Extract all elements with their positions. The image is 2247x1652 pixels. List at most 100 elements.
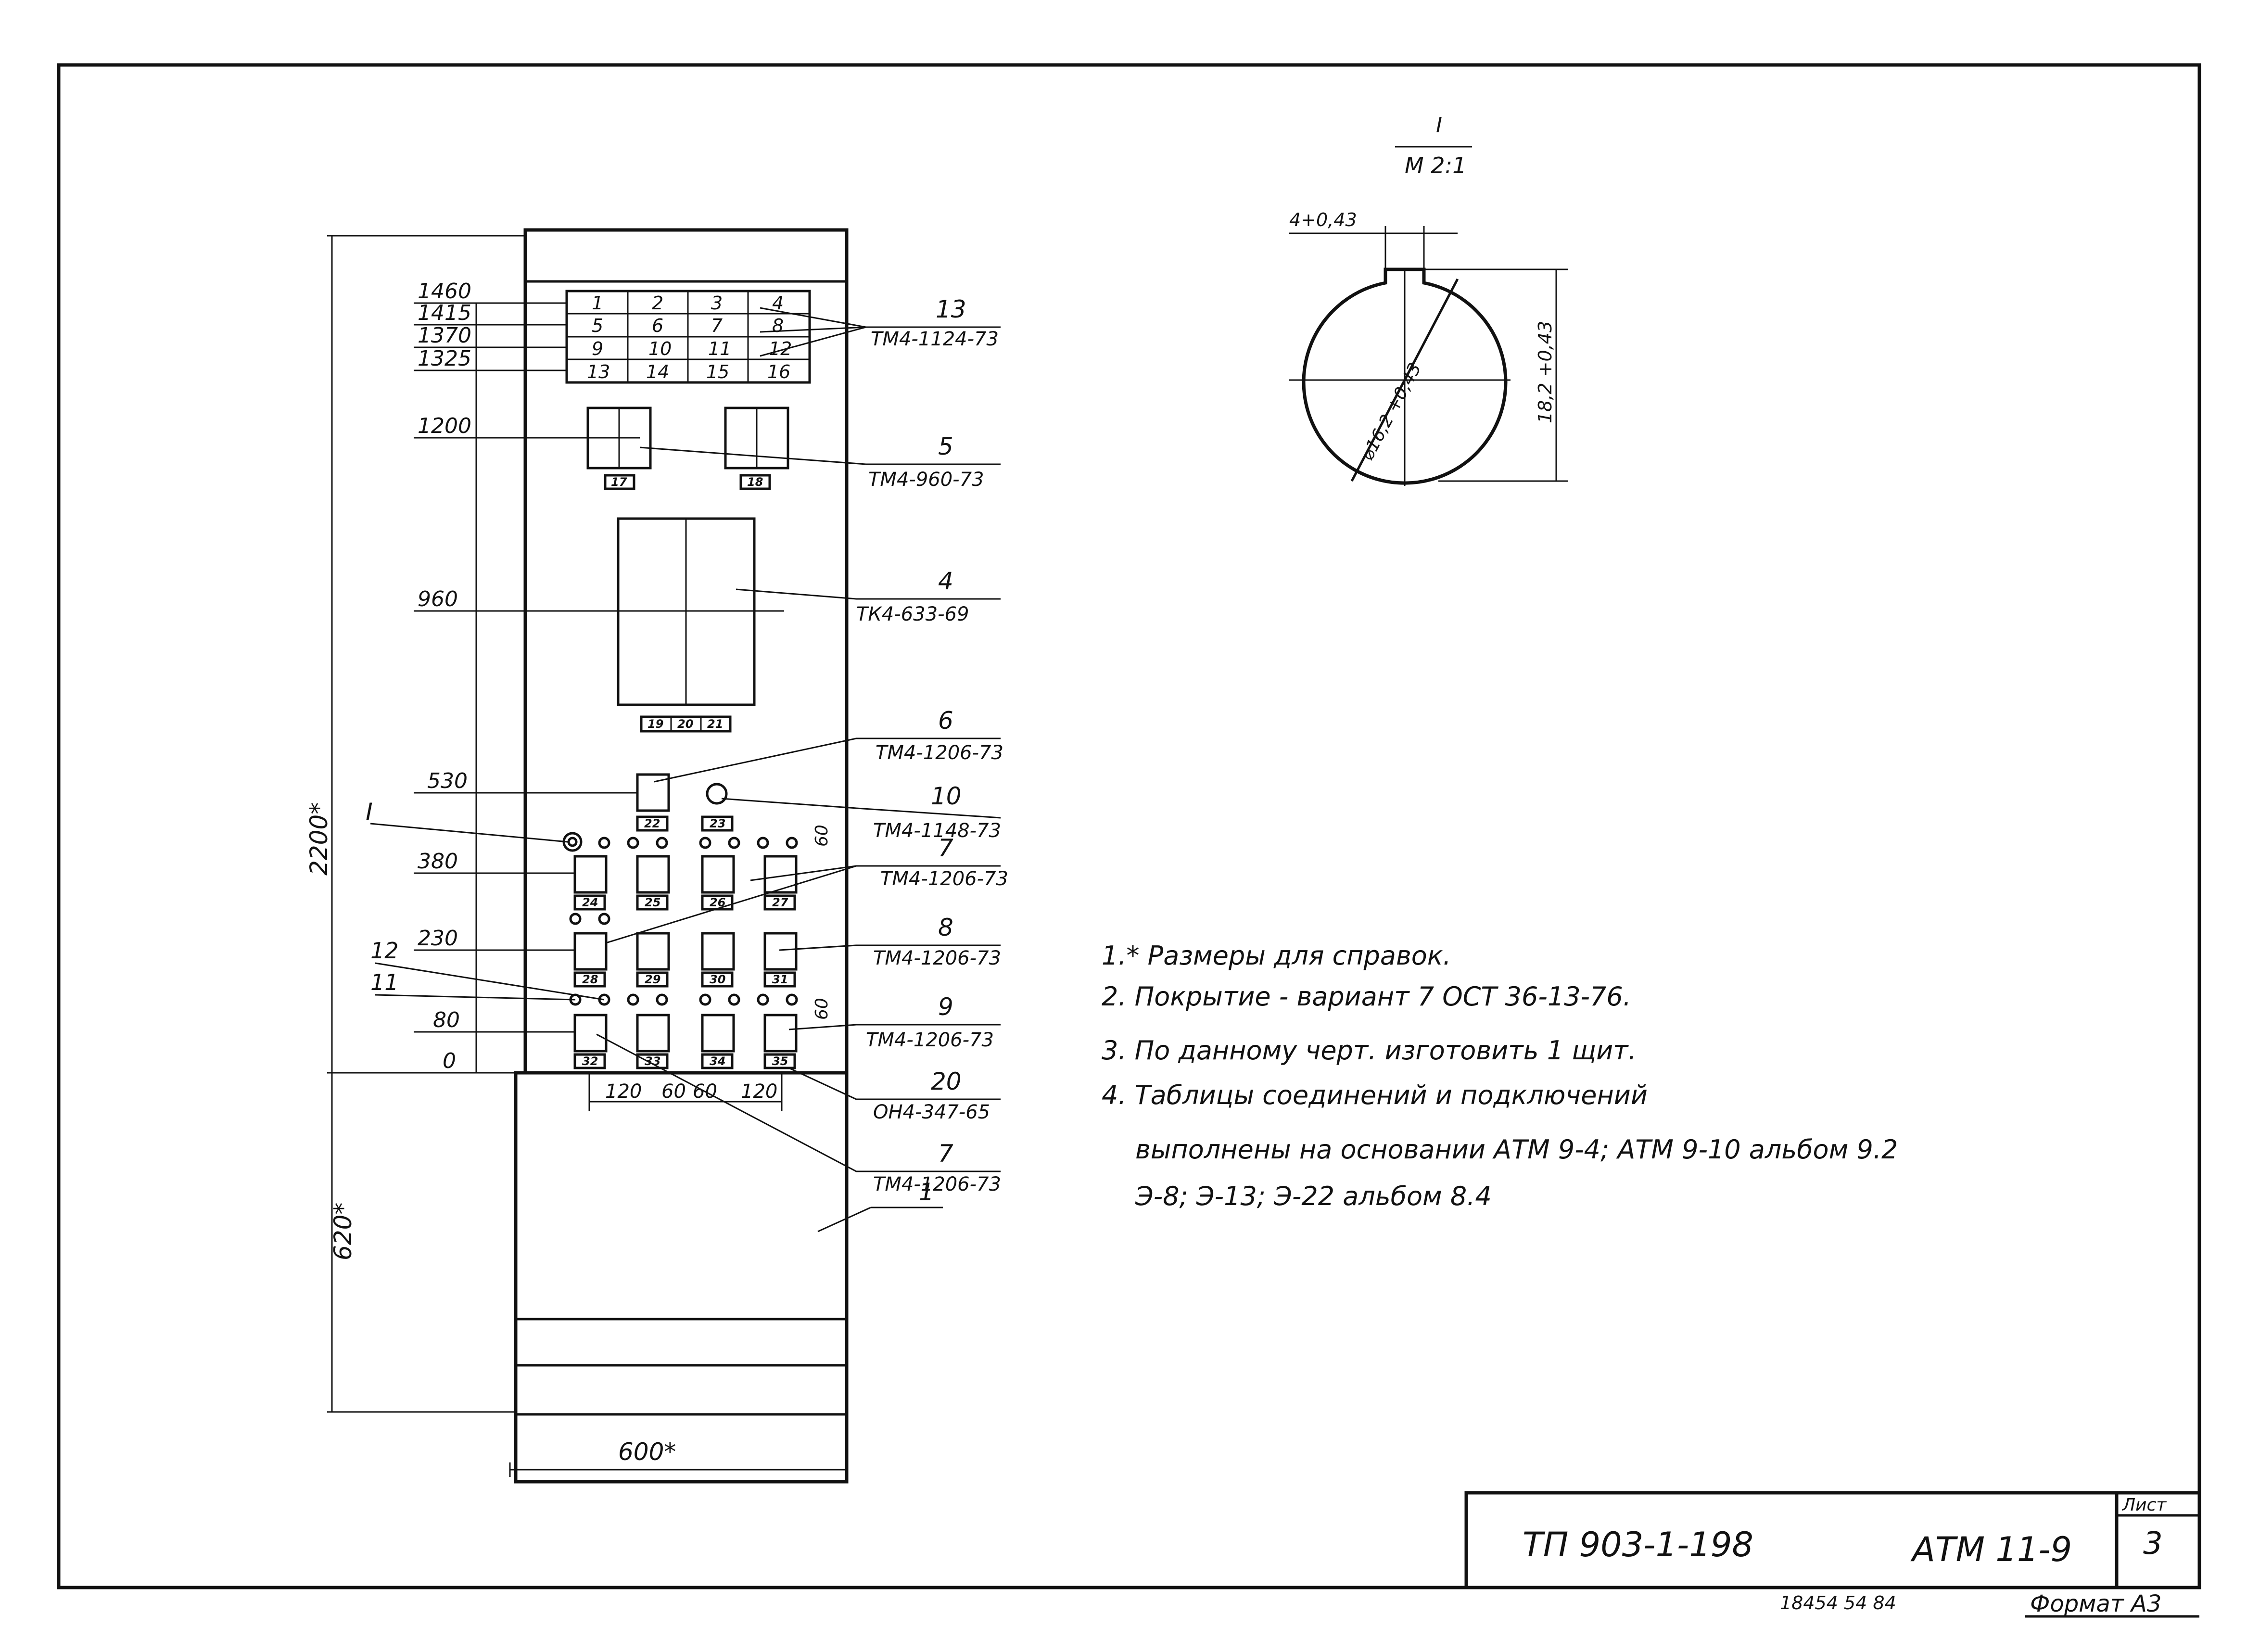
grid-cell: 9 — [592, 338, 603, 359]
device-row-380 — [573, 855, 798, 911]
callout-num: 9 — [938, 993, 953, 1021]
callout-num: 10 — [931, 782, 962, 810]
indicator-dots-row-2 — [569, 993, 798, 1006]
callout-codes: ТМ4-1124-73 ТМ4-960-73 ТК4-633-69 ТМ4-12… — [856, 328, 1008, 1195]
sheet-number: 3 — [2143, 1526, 2163, 1562]
tag: 31 — [772, 973, 788, 986]
lamp — [706, 783, 728, 805]
callout-11: 11 — [370, 969, 399, 995]
tag: 30 — [710, 973, 725, 986]
callout-code: ТМ4-960-73 — [868, 469, 984, 491]
callout-num: 5 — [938, 432, 953, 460]
tag: 32 — [582, 1055, 598, 1068]
height-dim: 18,2 +0,43 — [1535, 321, 1556, 423]
dim-label: 1325 — [418, 346, 471, 371]
callout-numbers: 13 5 4 6 10 7 8 9 20 7 1 — [919, 295, 966, 1206]
tag: 20 — [677, 717, 693, 731]
note-line: 2. Покрытие - вариант 7 ОСТ 36-13-76. — [1102, 981, 1631, 1012]
callouts — [596, 307, 1001, 1233]
grid-cell: 14 — [646, 361, 669, 382]
callout-12: 12 — [370, 938, 399, 964]
tag: 29 — [645, 973, 660, 986]
drawing-code: АТМ 11-9 — [1910, 1530, 2072, 1569]
sheet-label: Лист — [2121, 1495, 2167, 1515]
footer-number: 18454 54 84 — [1780, 1592, 1896, 1614]
shaft-section — [1302, 267, 1508, 485]
bottom-dim: 120 — [605, 1080, 642, 1103]
grid-cell: 13 — [587, 361, 610, 382]
tag: 19 — [647, 717, 663, 731]
key-width-dim: 4+0,43 — [1289, 209, 1357, 230]
callout-num: 6 — [938, 707, 953, 735]
left-dimensions — [327, 235, 784, 1413]
tag: 23 — [710, 817, 725, 830]
indicator-dots-row-1 — [598, 837, 798, 849]
callout-num: 8 — [938, 914, 953, 941]
callout-code: ТМ4-1206-73 — [880, 868, 1008, 890]
note-line: Э-8; Э-13; Э-22 альбом 8.4 — [1135, 1181, 1492, 1211]
tag: 25 — [645, 896, 660, 909]
diameter-dim: ⌀16,2 +0,43 — [1358, 360, 1425, 464]
dim-label: 230 — [418, 926, 458, 951]
note-line: 4. Таблицы соединений и подключений — [1102, 1080, 1648, 1110]
dim-60: 60 — [812, 998, 832, 1020]
note-line: 3. По данному черт. изготовить 1 щит. — [1102, 1035, 1637, 1066]
tag: 27 — [772, 896, 788, 909]
callout-code: ТМ4-1124-73 — [871, 328, 999, 350]
tag: 34 — [710, 1055, 725, 1068]
callout-code: ТМ4-1206-73 — [866, 1029, 994, 1051]
left-dimension-labels: 1460 1415 1370 1325 1200 960 530 380 230… — [418, 279, 471, 1073]
grid-cell: 16 — [767, 361, 790, 382]
grid-cell: 3 — [711, 292, 723, 314]
grid-cell: 7 — [711, 315, 723, 336]
note-line: 1.* Размеры для справок. — [1102, 940, 1451, 971]
detail-view: I М 2:1 4+0,43 ⌀16,2 +0,43 18,2 +0,43 — [1289, 113, 1568, 486]
tag: 28 — [582, 973, 598, 986]
grid-cell: 8 — [772, 315, 784, 336]
dim-label: 1200 — [418, 414, 471, 438]
device-row-230 — [573, 932, 798, 988]
detail-scale: М 2:1 — [1405, 152, 1466, 178]
project-code: ТП 903-1-198 — [1523, 1525, 1753, 1564]
roman-label: I — [366, 798, 373, 826]
tag: 17 — [611, 475, 627, 489]
callout-num: 13 — [936, 295, 966, 323]
panel-front-view: 1 2 3 4 5 6 7 8 9 10 11 12 13 14 15 16 1… — [514, 228, 849, 1484]
dim-label: 1415 — [418, 301, 471, 325]
base-height-dim: 620* — [329, 1203, 357, 1260]
grid-cell: 1 — [592, 292, 603, 314]
dim-label: 1460 — [418, 279, 471, 304]
grid-cell: 10 — [648, 338, 672, 359]
callout-code: ТК4-633-69 — [856, 603, 969, 625]
tag: 21 — [707, 717, 723, 731]
callout-num: 7 — [938, 1140, 953, 1168]
bottom-dim: 120 — [741, 1080, 777, 1103]
dim-label: 530 — [427, 769, 468, 793]
callout-num: 20 — [931, 1067, 962, 1095]
note-line: выполнены на основании АТМ 9-4; АТМ 9-10… — [1135, 1134, 1898, 1165]
callout-num: 4 — [938, 567, 953, 595]
bottom-dim: 60 — [661, 1080, 686, 1103]
dim-label: 380 — [418, 849, 458, 874]
sheet-frame — [57, 63, 2201, 1589]
dim-label: 960 — [418, 587, 458, 611]
dim-60: 60 — [812, 825, 832, 847]
tag: 24 — [582, 896, 598, 909]
dim-label: 0 — [443, 1049, 456, 1073]
tag: 22 — [644, 817, 660, 830]
title-block: ТП 903-1-198 АТМ 11-9 Лист 3 18454 54 84… — [1464, 1491, 2201, 1618]
callout-code: ТМ4-1206-73 — [873, 1173, 1001, 1195]
overall-height-dim: 2200* — [305, 802, 333, 876]
dim-label: 1370 — [418, 323, 471, 348]
tag: 18 — [747, 475, 763, 489]
format-label: Формат А3 — [2030, 1590, 2161, 1617]
grid-cell: 5 — [592, 315, 603, 336]
callout-num: 1 — [919, 1178, 934, 1206]
callout-code: ТМ4-1148-73 — [873, 820, 1001, 842]
tag: 35 — [772, 1055, 788, 1068]
grid-cell: 11 — [708, 338, 731, 359]
notes: 1.* Размеры для справок. 2. Покрытие - в… — [1102, 940, 1898, 1211]
grid-cell: 15 — [706, 361, 729, 382]
panel-base — [514, 1071, 849, 1484]
